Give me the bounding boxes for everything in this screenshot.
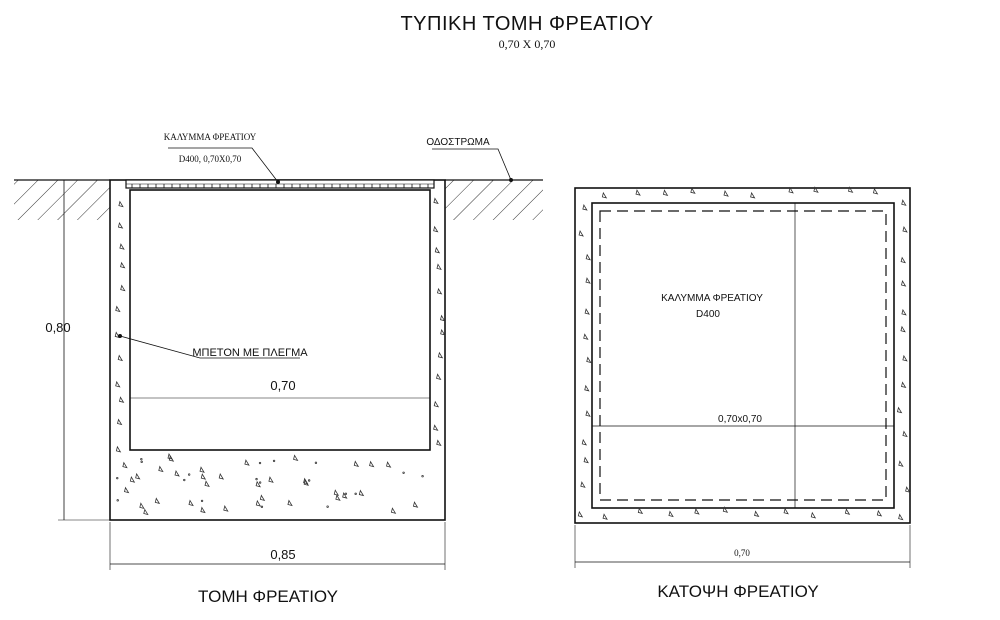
concrete-leader bbox=[119, 335, 300, 359]
ground-hatch-right bbox=[445, 180, 543, 220]
plan-cover-class: D400 bbox=[696, 309, 720, 320]
outer-width-dim: 0,85 bbox=[270, 547, 295, 562]
inner-width-dim: 0,70 bbox=[270, 378, 295, 393]
plan-cover-label: ΚΑΛΥΜΜΑ ΦΡΕΑΤΙΟΥ bbox=[661, 293, 763, 304]
concrete-aggregate-marks bbox=[114, 197, 446, 516]
depth-dim: 0,80 bbox=[45, 320, 70, 335]
road-leader bbox=[432, 148, 512, 181]
drawing-title: ΤΥΠΙΚΗ ΤΟΜΗ ΦΡΕΑΤΙΟΥ bbox=[400, 13, 653, 35]
cover-label: ΚΑΛΥΜΜΑ ΦΡΕΑΤΙΟΥ bbox=[164, 132, 257, 142]
plan-inner-opening bbox=[591, 202, 895, 509]
plan-caption: ΚΑΤΟΨΗ ΦΡΕΑΤΙΟΥ bbox=[657, 582, 818, 601]
plan-cover-outline bbox=[599, 210, 887, 501]
road-label: ΟΔΟΣΤΡΩΜΑ bbox=[426, 137, 490, 148]
cover-spec: D400, 0,70X0,70 bbox=[179, 154, 242, 164]
drawing-subtitle: 0,70 X 0,70 bbox=[499, 37, 556, 51]
plan-inner-dim: 0,70x0,70 bbox=[718, 414, 762, 425]
ground-hatch-left bbox=[14, 180, 110, 220]
concrete-label: ΜΠΕΤΟΝ ΜΕ ΠΛΕΓΜΑ bbox=[192, 347, 308, 359]
cover-leader bbox=[168, 147, 279, 183]
cover-grating bbox=[125, 179, 435, 189]
plan-view: ΚΑΛΥΜΜΑ ΦΡΕΑΤΙΟΥ D400 0,70x0,70 0,70 ΚΑΤ… bbox=[574, 186, 911, 601]
manhole-inner-cavity bbox=[129, 189, 431, 451]
section-view: 0,70 0,80 0,85 ΚΑΛΥΜΜΑ ΦΡΕΑΤΙΟΥ D400, 0,… bbox=[14, 132, 543, 606]
plan-aggregate-marks bbox=[577, 186, 911, 521]
plan-width-dim: 0,70 bbox=[734, 548, 750, 558]
section-caption: ΤΟΜΗ ΦΡΕΑΤΙΟΥ bbox=[198, 587, 338, 606]
